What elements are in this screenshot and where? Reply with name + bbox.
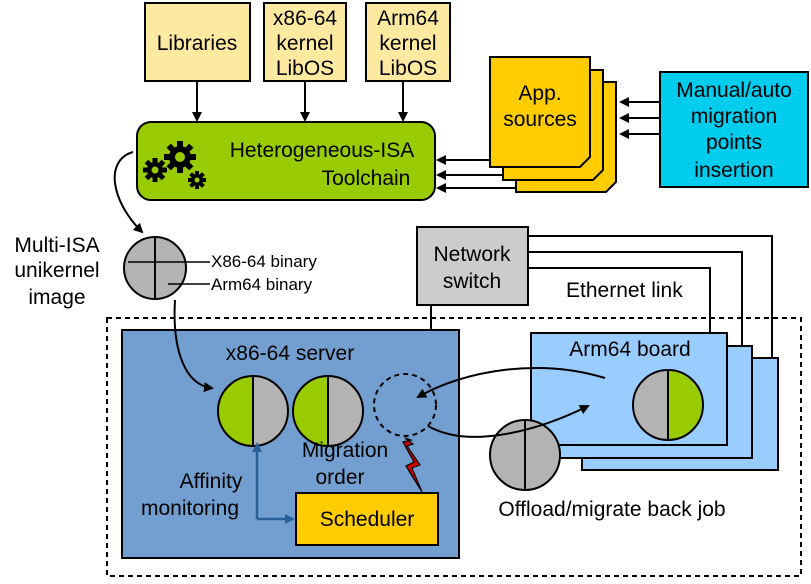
app-sources-stack: App. sources [489,56,617,193]
svg-text:kernel: kernel [276,32,333,55]
svg-text:Network: Network [433,243,511,266]
image-label-3: image [28,286,85,309]
x86-binary-label: X86-64 binary [211,252,317,271]
svg-text:Toolchain: Toolchain [322,167,411,190]
offload-label: Offload/migrate back job [498,498,725,521]
toolchain-box: Heterogeneous-ISA Toolchain [136,121,436,201]
scheduler-box: Scheduler [295,492,439,546]
svg-text:x86-64 server: x86-64 server [226,342,354,365]
network-switch: Network switch [416,226,529,306]
lightning-icon [402,437,423,493]
gears-icon [143,141,206,189]
arrow-board-to-server [416,367,606,398]
server-binary-2 [292,375,364,447]
multi-isa-image [123,236,210,300]
svg-text:Libraries: Libraries [157,32,238,55]
svg-text:App.: App. [518,82,561,105]
svg-text:kernel: kernel [379,32,436,55]
arrow-toolchain-image [113,151,144,234]
arrow-server-to-board [427,405,590,438]
svg-text:x86-64: x86-64 [273,7,338,30]
affinity-label-1: Affinity [180,470,243,493]
affinity-label-2: monitoring [141,497,239,520]
svg-text:Manual/auto: Manual/auto [676,79,792,102]
server-binary-1 [217,375,289,447]
migration-order-label-2: order [315,466,364,489]
image-label-2: unikernel [14,259,99,282]
arm-kernel-libos-box: Arm64 kernel LibOS [365,2,451,82]
libraries-box: Libraries [144,2,251,82]
svg-text:Scheduler: Scheduler [320,508,415,531]
svg-text:Arm64: Arm64 [377,7,439,30]
svg-text:LibOS: LibOS [276,57,334,80]
migration-order-label-1: Migration [302,439,388,462]
svg-text:Heterogeneous-ISA: Heterogeneous-ISA [230,139,414,162]
svg-text:insertion: insertion [694,159,773,182]
migrated-slot [373,373,437,437]
migration-points-box: Manual/auto migration points insertion [659,71,809,188]
offload-binary [489,419,561,491]
svg-text:switch: switch [443,270,501,293]
svg-text:migration: migration [691,105,777,128]
ethernet-links [430,235,773,358]
x86-kernel-libos-box: x86-64 kernel LibOS [263,2,347,82]
network-boundary [106,317,802,577]
svg-text:LibOS: LibOS [379,57,437,80]
arm-binary-label: Arm64 binary [211,275,313,294]
svg-text:points: points [706,131,762,154]
ethernet-link-label: Ethernet link [566,279,683,302]
svg-text:sources: sources [503,108,577,131]
image-label-1: Multi-ISA [14,234,99,257]
svg-text:Arm64 board: Arm64 board [569,338,690,361]
arrow-image-server [173,299,214,393]
arm-board-binary [632,369,704,441]
